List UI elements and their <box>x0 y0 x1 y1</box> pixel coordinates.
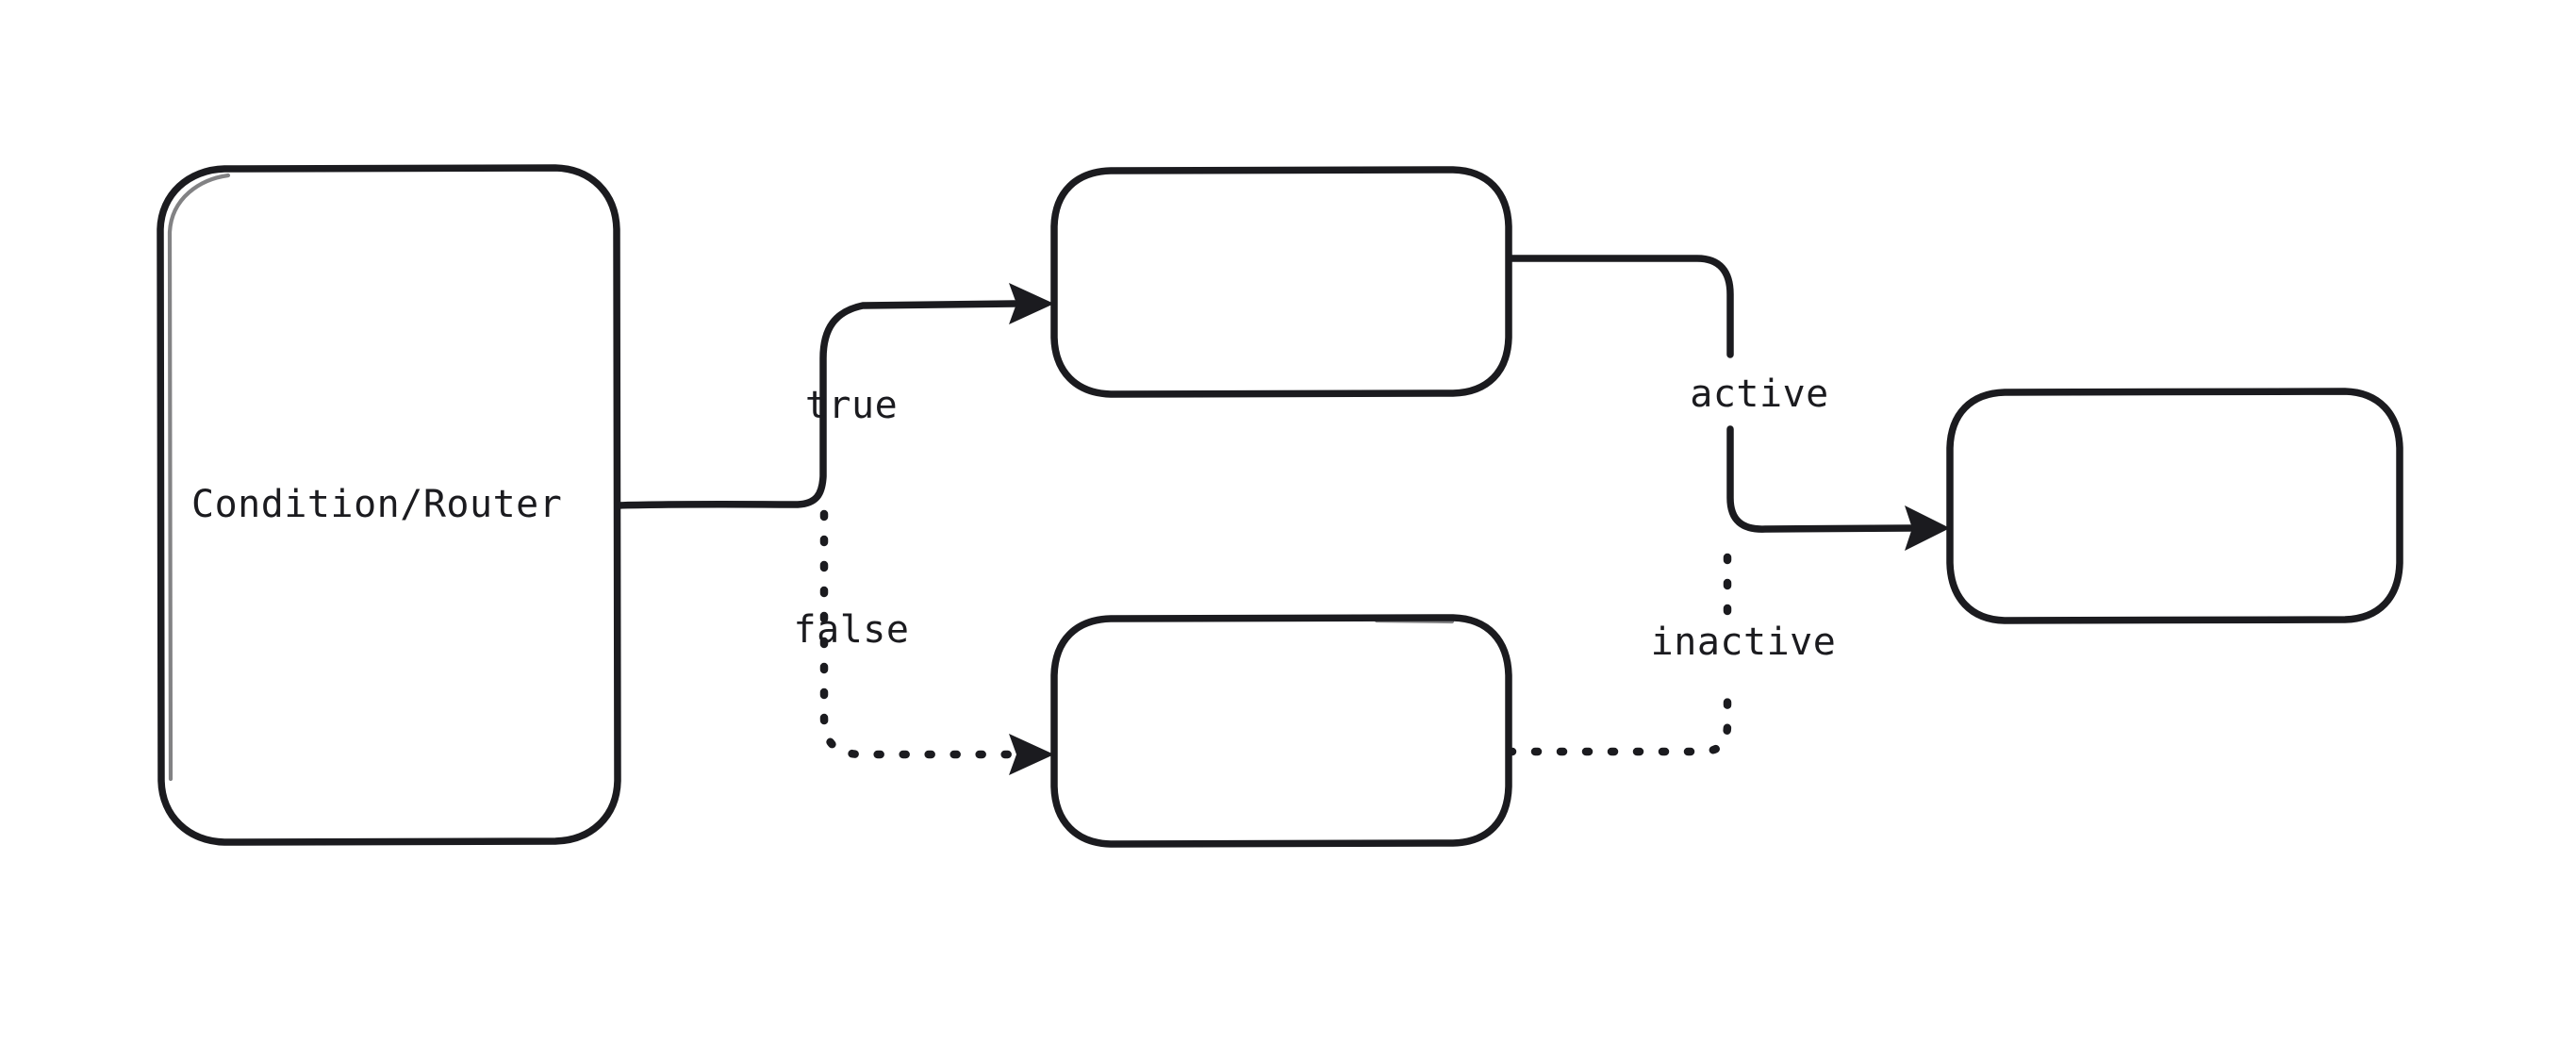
edge-active-label: active <box>1690 373 1829 416</box>
edge-active-path-upper <box>1506 255 1734 358</box>
edge-true-path <box>615 300 1018 509</box>
edge-false[interactable]: false <box>794 509 1054 775</box>
node-condition-router-label: Condition/Router <box>191 483 562 526</box>
node-merge-shape <box>1946 388 2403 624</box>
edge-active-arrowhead <box>1905 505 1950 551</box>
node-condition-router[interactable]: Condition/Router <box>157 164 621 846</box>
edge-inactive-label: inactive <box>1651 621 1837 664</box>
node-condition-router-shape <box>157 164 621 846</box>
node-false-branch[interactable] <box>1050 614 1512 848</box>
edge-true-arrowhead <box>1009 283 1054 324</box>
edge-inactive-path-lower <box>1505 676 1732 756</box>
node-condition-router-sketch-stroke <box>167 173 231 782</box>
edge-false-label: false <box>794 608 910 652</box>
edge-inactive[interactable]: inactive <box>1505 535 1837 756</box>
edge-active[interactable]: active <box>1506 255 1950 551</box>
edge-true-label: true <box>805 384 898 427</box>
node-true-branch-shape <box>1050 166 1512 398</box>
edge-false-path <box>819 509 1017 759</box>
node-true-branch[interactable] <box>1050 166 1512 398</box>
node-false-branch-shape <box>1050 614 1512 848</box>
edge-false-arrowhead <box>1009 734 1054 775</box>
edge-true[interactable]: true <box>615 283 1054 509</box>
node-merge[interactable] <box>1946 388 2403 624</box>
edge-active-path-lower <box>1726 425 1914 533</box>
